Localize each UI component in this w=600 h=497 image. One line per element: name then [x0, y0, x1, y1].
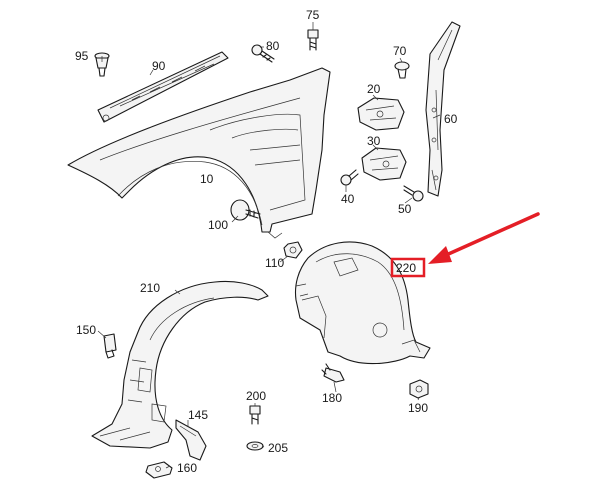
- label-145: 145: [188, 408, 208, 422]
- part-145-shield: [175, 419, 207, 461]
- label-110: 110: [265, 256, 284, 270]
- label-80: 80: [266, 39, 280, 53]
- part-90-strip: [97, 51, 229, 123]
- part-60-bracket: [425, 21, 461, 197]
- part-80-screw: [251, 44, 275, 63]
- part-labels: 10 20 30 40 50 60 70 75 80 90 95 100 110…: [75, 8, 458, 475]
- label-20: 20: [367, 82, 381, 96]
- part-75-bolt: [307, 29, 319, 51]
- part-110-nut: [283, 241, 303, 259]
- part-50-screw: [403, 185, 424, 202]
- label-30: 30: [367, 134, 381, 148]
- label-60: 60: [444, 112, 458, 126]
- label-160: 160: [177, 461, 197, 475]
- label-70: 70: [393, 44, 407, 58]
- label-220: 220: [396, 261, 416, 275]
- part-220-liner: [294, 241, 431, 365]
- part-70-clip: [394, 61, 410, 79]
- leader-lines: [97, 22, 441, 469]
- part-160-nut: [145, 461, 173, 479]
- label-90: 90: [152, 59, 166, 73]
- label-205: 205: [268, 441, 288, 455]
- part-200-bolt: [249, 405, 261, 425]
- label-10: 10: [200, 172, 214, 186]
- label-40: 40: [341, 192, 355, 206]
- part-100-stud: [230, 199, 261, 221]
- part-20-bracket: [357, 97, 405, 131]
- highlight-arrow: [428, 212, 540, 264]
- part-190-nut: [409, 379, 429, 399]
- highlight-callout: 220: [390, 212, 540, 278]
- label-150: 150: [76, 323, 96, 337]
- label-75: 75: [306, 8, 320, 22]
- part-30-bracket: [361, 147, 407, 181]
- part-205-washer: [246, 441, 264, 451]
- label-190: 190: [408, 401, 428, 415]
- highlight-box: [390, 257, 426, 278]
- part-40-screw: [340, 169, 359, 186]
- part-210-liner: [91, 280, 269, 449]
- part-10-fender: [67, 67, 331, 239]
- part-180-clip: [321, 363, 345, 383]
- label-95: 95: [75, 49, 89, 63]
- label-100: 100: [208, 218, 228, 232]
- label-180: 180: [322, 391, 342, 405]
- label-210: 210: [140, 281, 160, 295]
- label-50: 50: [398, 202, 412, 216]
- part-150-clip: [103, 333, 117, 359]
- label-200: 200: [246, 389, 266, 403]
